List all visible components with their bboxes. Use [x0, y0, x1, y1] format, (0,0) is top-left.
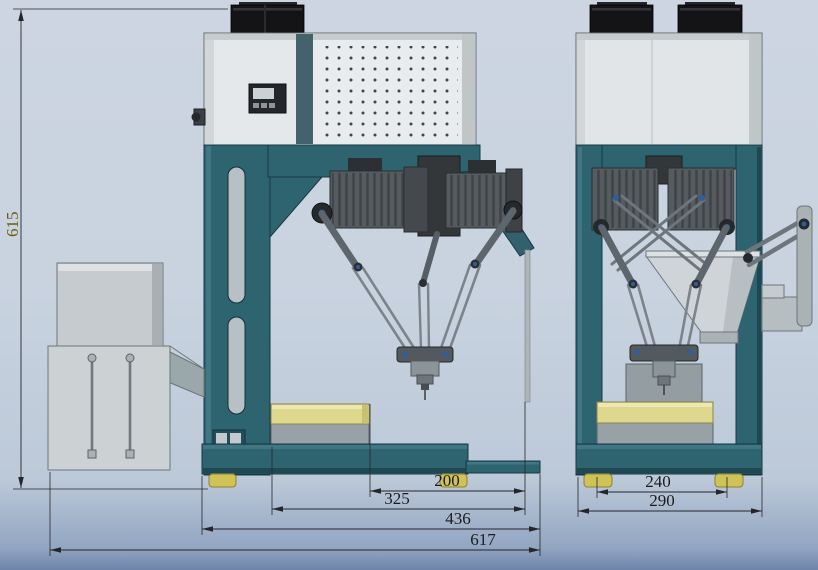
dimension-annotations: 615 200 325 436 617 240 [3, 8, 763, 556]
hopper [645, 250, 761, 344]
delta-drive-assembly-front [311, 155, 523, 237]
leveling-foot [439, 473, 468, 488]
dim-label-617: 617 [470, 530, 496, 549]
end-effector-front [396, 346, 454, 400]
leveling-foot [208, 473, 237, 488]
front-view [47, 2, 541, 488]
leveling-foot [583, 473, 613, 488]
feeder-unit [47, 262, 205, 471]
delta-arms-front [318, 207, 517, 353]
side-output-arm [743, 205, 813, 332]
dim-label-290: 290 [649, 491, 675, 510]
ventilation-grid [318, 46, 458, 139]
side-top-motor-units [589, 2, 743, 35]
end-effector-side [625, 344, 703, 403]
dimension-436: 436 [201, 474, 541, 556]
dim-label-436: 436 [445, 509, 471, 528]
dimension-height-615: 615 [3, 8, 228, 490]
front-top-motor-unit [230, 2, 305, 35]
base-side [575, 443, 763, 488]
work-platform-front [270, 403, 370, 447]
dim-label-325: 325 [384, 489, 410, 508]
leveling-foot [714, 473, 744, 488]
dimension-325: 325 [271, 447, 525, 515]
dimension-617: 617 [49, 472, 540, 556]
control-display [248, 83, 287, 114]
control-cabinet-side [575, 32, 763, 146]
frame-column [203, 144, 271, 476]
side-clamp-knob [191, 108, 206, 126]
base-front [201, 443, 541, 488]
dimension-200: 200 [369, 402, 526, 515]
work-platform-side [596, 401, 714, 447]
dim-label-240: 240 [645, 472, 671, 491]
dim-label-200: 200 [434, 471, 460, 490]
guard-post [524, 249, 531, 403]
delta-arms-side [598, 194, 730, 352]
control-cabinet-front [191, 32, 477, 146]
dimension-290: 290 [577, 477, 763, 517]
dimension-240: 240 [596, 472, 728, 498]
side-view [575, 2, 813, 488]
dim-label-615: 615 [3, 212, 22, 238]
